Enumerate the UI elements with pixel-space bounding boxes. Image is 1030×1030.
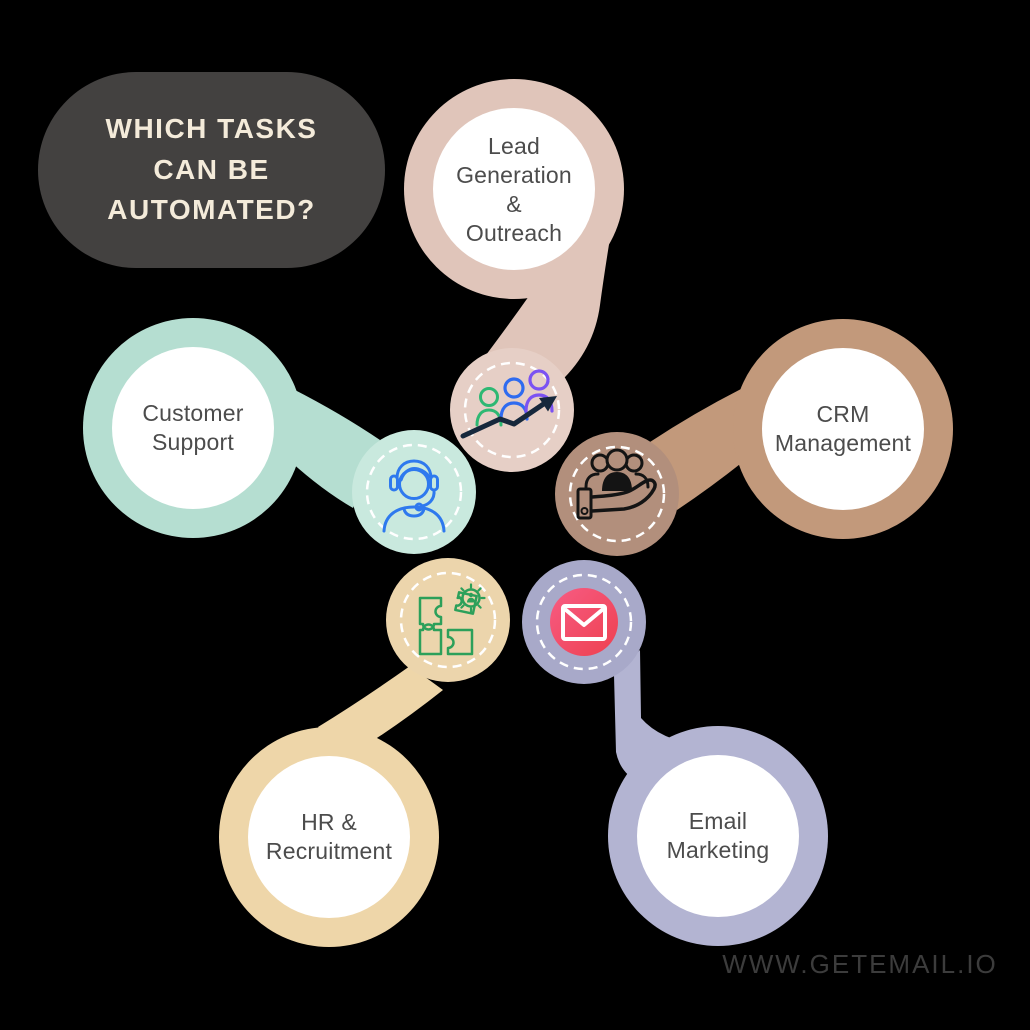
node-crm-management [555, 319, 953, 556]
ring-inner-customer-support [112, 347, 274, 509]
puzzle-gear-icon [418, 583, 486, 656]
label-lead-generation: Lead Generation & Outreach [456, 133, 572, 246]
ring-inner-lead-generation [433, 108, 595, 270]
node-lead-generation [404, 79, 624, 472]
footer-url: WWW.GETEMAIL.IO [722, 949, 998, 979]
icon-circle-hr-recruitment [386, 558, 510, 682]
label-customer-support: Customer Support [142, 400, 244, 455]
dashed-ring-hr-recruitment [399, 571, 497, 669]
dashed-ring-lead-generation [463, 361, 561, 459]
icon-circle-lead-generation [450, 348, 574, 472]
label-crm-management: CRM Management [774, 401, 912, 456]
ring-inner-hr-recruitment [248, 756, 410, 918]
ring-inner-email-marketing [637, 755, 799, 917]
ring-inner-crm-management [762, 348, 924, 510]
node-customer-support [83, 318, 476, 554]
dashed-ring-crm-management [568, 445, 666, 543]
node-email-marketing [522, 560, 828, 946]
node-hr-recruitment [219, 558, 510, 947]
headset-agent-icon [382, 459, 446, 533]
hand-holding-people-icon [576, 448, 657, 520]
label-hr-recruitment: HR & Recruitment [265, 809, 393, 864]
envelope-icon [550, 588, 618, 656]
title-pill: WHICH TASKS CAN BE AUTOMATED? [38, 72, 385, 268]
icon-circle-customer-support [352, 430, 476, 554]
title-text: WHICH TASKS CAN BE AUTOMATED? [105, 113, 318, 226]
label-email-marketing: Email Marketing [666, 808, 770, 863]
dashed-ring-customer-support [365, 443, 463, 541]
dashed-ring-email-marketing [535, 573, 633, 671]
email-badge [550, 588, 618, 656]
growth-people-arrow-icon [460, 369, 557, 439]
